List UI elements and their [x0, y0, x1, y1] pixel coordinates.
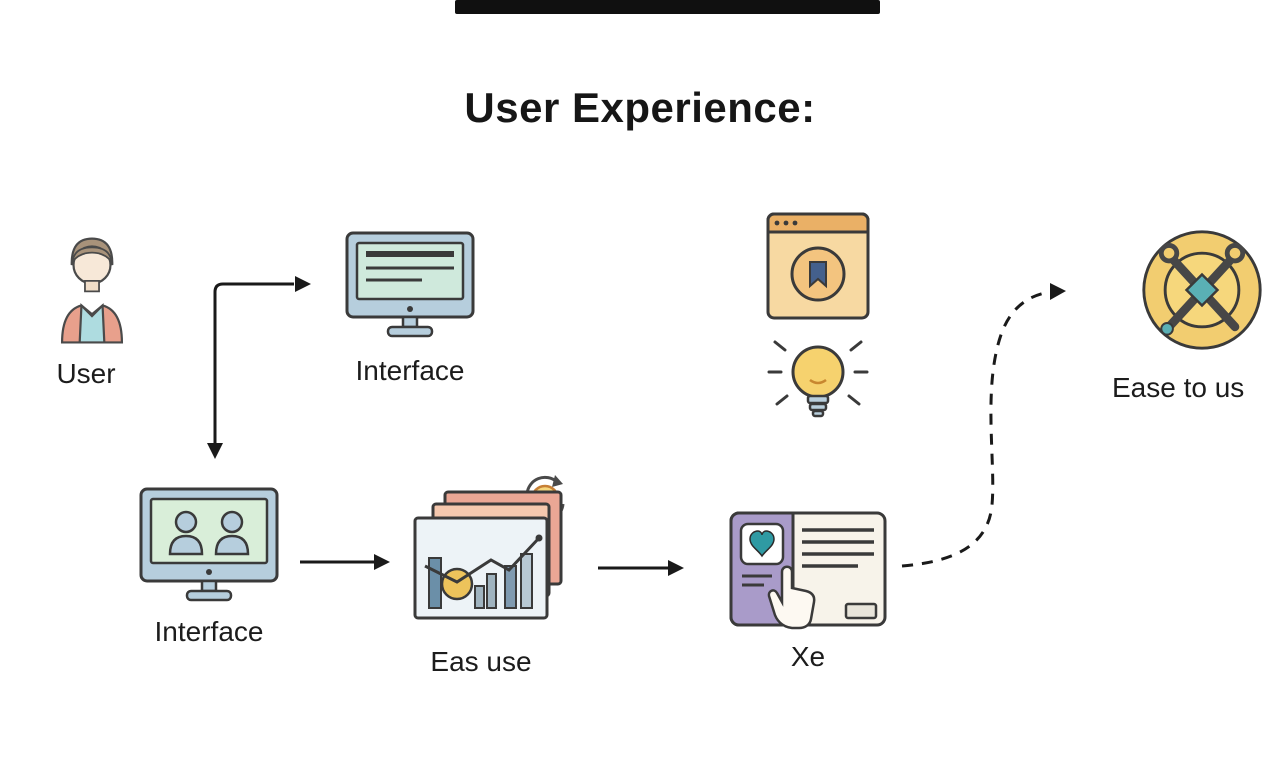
monitor-two-users-icon — [138, 486, 280, 608]
node-user — [48, 228, 136, 346]
arrow-eas-use-to-xe — [598, 560, 684, 576]
node-interface-top — [344, 230, 476, 342]
arrow-xe-to-ease-to-us — [901, 283, 1066, 568]
stacked-cards-chart-icon — [405, 472, 577, 640]
node-label-user: User — [56, 358, 116, 389]
node-eas-use — [405, 472, 577, 640]
browser-lightbulb-icon — [763, 210, 873, 428]
node-label-xe: Xe — [790, 641, 826, 672]
node-idea — [763, 210, 873, 428]
node-label-ease-to-us: Ease to us — [1112, 372, 1245, 403]
arrow-user-branch — [207, 276, 311, 459]
node-label-interface-top: Interface — [355, 355, 465, 386]
diagram-title: User Experience: — [464, 84, 816, 131]
node-ease-to-us — [1138, 226, 1266, 354]
cropped-text-remnant — [455, 0, 880, 14]
crossed-tools-badge-icon — [1138, 226, 1266, 354]
monitor-icon — [344, 230, 476, 342]
arrow-interface-to-eas-use — [300, 554, 390, 570]
node-label-eas-use: Eas use — [430, 646, 532, 677]
node-interface-bottom — [138, 486, 280, 608]
window-heart-cursor-icon — [728, 510, 888, 635]
node-label-interface-bottom: Interface — [154, 616, 264, 647]
user-avatar-icon — [48, 228, 136, 346]
node-xe — [728, 510, 888, 635]
